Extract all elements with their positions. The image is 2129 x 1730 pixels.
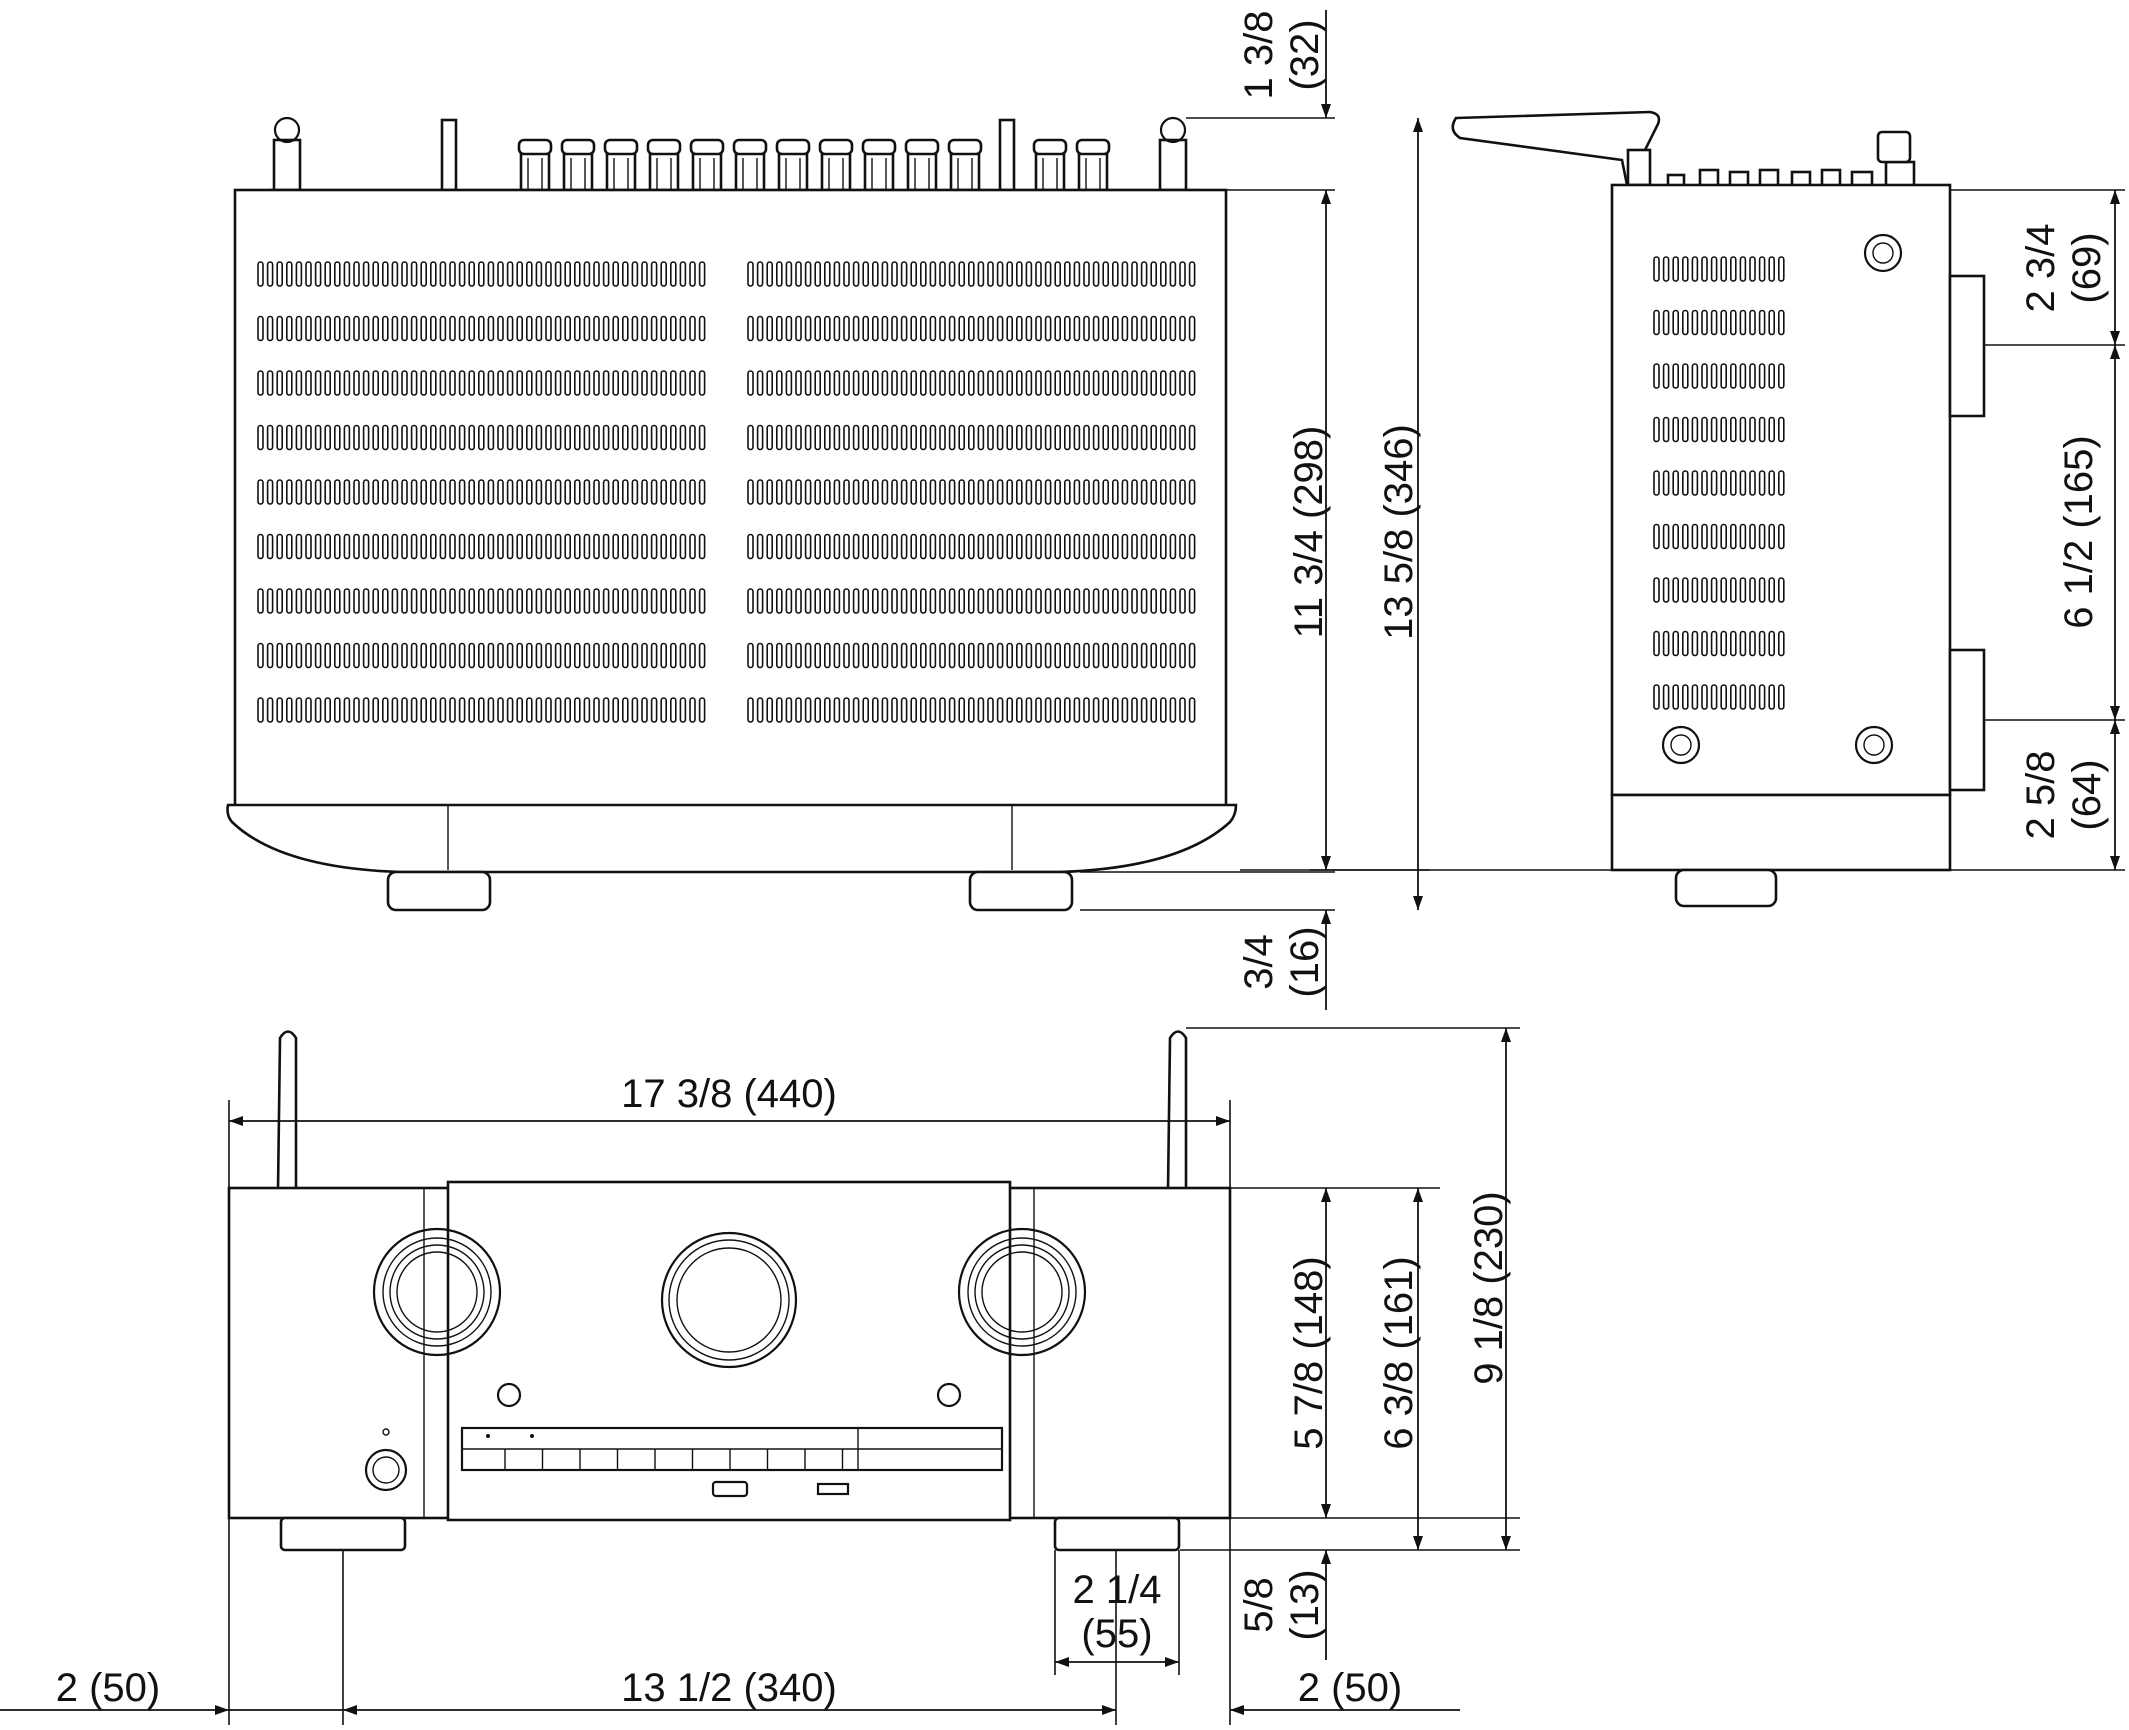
dim-front-projection-mm: (16) xyxy=(1283,926,1327,997)
side-vent-grille xyxy=(1653,256,1785,710)
rear-connectors xyxy=(268,116,1200,192)
side-front-panel xyxy=(1610,793,1952,872)
dimension-labels: 1 3/8 (32) 11 3/4 (298) 13 5/8 (346) 3/4… xyxy=(56,11,2109,1710)
power-button xyxy=(364,1448,408,1492)
side-knob-lower xyxy=(1948,648,1986,792)
dim-side-top-in: 2 3/4 xyxy=(2019,224,2063,313)
front-foot-right xyxy=(1053,1516,1181,1552)
dim-total-depth: 13 5/8 (346) xyxy=(1377,424,1421,640)
front-antenna-right xyxy=(1166,1030,1188,1192)
speaker-terminals xyxy=(517,138,1111,192)
dim-foot-spacing: 13 1/2 (340) xyxy=(621,1666,837,1710)
front-panel-top xyxy=(226,803,1238,874)
front-antenna-left xyxy=(276,1030,298,1192)
foot-front-left xyxy=(386,870,492,912)
usb-port xyxy=(816,1482,850,1496)
side-rear-connectors xyxy=(1626,130,1916,189)
front-view xyxy=(227,1030,1232,1552)
dim-height-antenna: 9 1/8 (230) xyxy=(1467,1191,1511,1384)
dim-height-feet: 6 3/8 (161) xyxy=(1377,1256,1421,1449)
front-center-panel xyxy=(446,1180,1012,1522)
dim-height-body: 5 7/8 (148) xyxy=(1287,1256,1331,1449)
knob-center xyxy=(660,1231,798,1369)
dim-foot-height-mm: (13) xyxy=(1283,1569,1327,1640)
dim-side-bottom-in: 2 5/8 xyxy=(2019,751,2063,840)
dim-body-depth: 11 3/4 (298) xyxy=(1287,426,1331,639)
dim-foot-height-in: 5/8 xyxy=(1237,1577,1281,1633)
dim-rear-projection-mm: (32) xyxy=(1283,19,1327,90)
side-knob-upper xyxy=(1948,274,1986,418)
extension-lines xyxy=(228,117,2125,1725)
dim-right-overhang: 2 (50) xyxy=(1298,1666,1403,1710)
hdmi-port xyxy=(711,1480,749,1498)
dimension-arrows xyxy=(0,10,2120,1715)
dim-foot-width-in: 2 1/4 xyxy=(1073,1568,1162,1612)
side-view xyxy=(1451,110,1986,908)
knob-left xyxy=(372,1227,502,1357)
dim-side-bottom-mm: (64) xyxy=(2065,759,2109,830)
dim-side-top-mm: (69) xyxy=(2065,232,2109,303)
knob-right xyxy=(957,1227,1087,1357)
foot-front-right xyxy=(968,870,1074,912)
dim-front-projection-in: 3/4 xyxy=(1237,934,1281,990)
display-window xyxy=(460,1426,1004,1472)
dim-side-middle: 6 1/2 (165) xyxy=(2057,435,2101,628)
dim-width: 17 3/8 (440) xyxy=(621,1072,837,1116)
antenna-mount-left xyxy=(272,116,302,192)
antenna-mount-right xyxy=(1158,116,1188,192)
dim-left-overhang: 2 (50) xyxy=(56,1666,161,1710)
front-foot-left xyxy=(279,1516,407,1552)
power-indicator xyxy=(382,1428,390,1436)
button-left xyxy=(496,1382,522,1408)
side-foot xyxy=(1674,868,1778,908)
button-right xyxy=(936,1382,962,1408)
dim-foot-width-mm: (55) xyxy=(1081,1612,1152,1656)
top-vent-grille xyxy=(257,261,1196,723)
side-screws xyxy=(1661,233,1903,765)
dim-rear-projection-in: 1 3/8 xyxy=(1237,11,1281,100)
top-view xyxy=(226,116,1238,912)
